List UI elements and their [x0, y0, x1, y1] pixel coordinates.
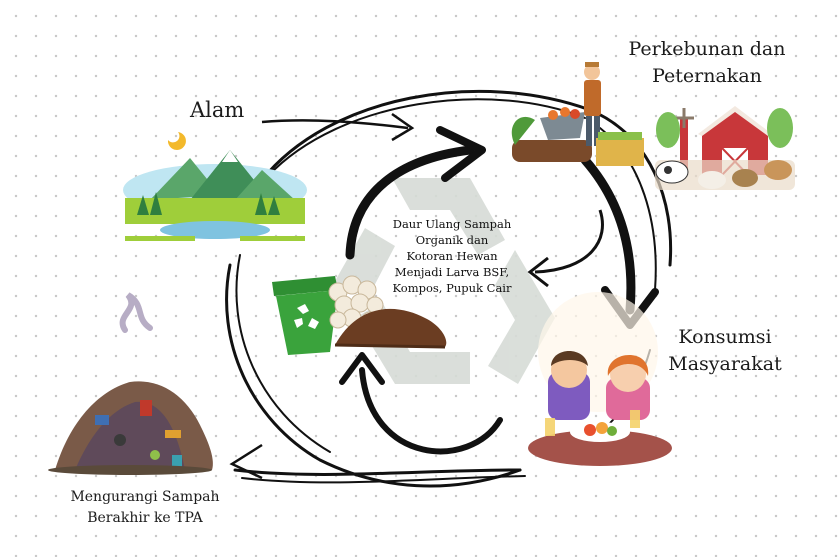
mountain-landscape-icon [123, 132, 307, 241]
label-line: Daur Ulang Sampah [392, 217, 512, 231]
garbage-pile-icon [48, 292, 213, 475]
label-line: Masyarakat [668, 353, 782, 375]
label-line: Menjadi Larva BSF, [394, 265, 510, 279]
arrow-center-to-farm [345, 145, 475, 260]
compost-bin-icon [272, 275, 447, 355]
label-line: Kotoran Hewan [406, 249, 498, 263]
arrow-bottom-to-compost [359, 367, 503, 455]
barn-with-animals-icon [655, 106, 795, 190]
children-eating-icon [528, 292, 672, 466]
arrow-konsumsi-to-center [534, 209, 604, 274]
farmer-with-wheelbarrow-icon [511, 62, 644, 166]
outer-cycle-arrows [225, 89, 673, 488]
label-center-recycling: Daur Ulang Sampah Organik dan Kotoran He… [378, 216, 526, 296]
label-line: Organik dan [415, 233, 489, 247]
label-line: Mengurangi Sampah [70, 489, 220, 505]
label-line: Berakhir ke TPA [87, 510, 203, 526]
arrow-alam-to-farm [261, 119, 409, 130]
label-perkebunan-peternakan: Perkebunan dan Peternakan [612, 36, 802, 90]
arrow-to-tpa [229, 443, 263, 480]
label-konsumsi-masyarakat: Konsumsi Masyarakat [655, 324, 795, 378]
label-line: Kompos, Pupuk Cair [392, 281, 512, 295]
label-line: Peternakan [652, 65, 762, 87]
label-mengurangi-sampah: Mengurangi Sampah Berakhir ke TPA [40, 487, 250, 529]
label-line: Konsumsi [678, 326, 772, 348]
label-line: Perkebunan dan [628, 38, 786, 60]
arrow-farm-to-konsumsi [580, 155, 636, 315]
label-alam: Alam [190, 98, 245, 122]
